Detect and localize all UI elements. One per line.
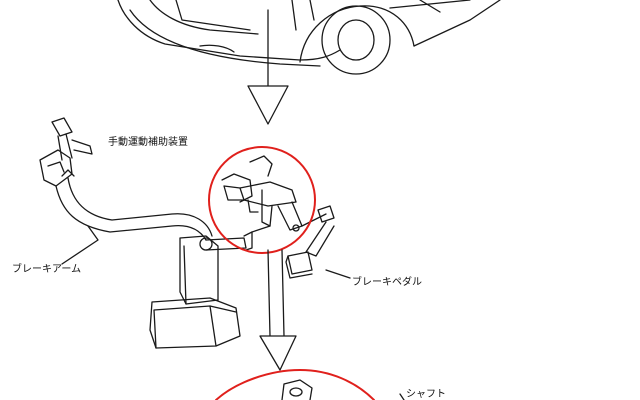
- leader-shaft: [399, 393, 405, 400]
- leader-brake-arm: [61, 225, 99, 265]
- car-illustration: [117, 0, 501, 75]
- car-grille: [149, 0, 259, 35]
- label-brake-pedal: ブレーキペダル: [352, 277, 422, 288]
- highlight-circle-shaft: [215, 369, 375, 400]
- car-wheel-arch: [299, 5, 415, 63]
- arrow-down-top: [247, 9, 289, 125]
- label-shaft: シャフト: [406, 389, 446, 400]
- car-wheel: [321, 5, 391, 75]
- label-assist-device: 手動運動補助装置: [108, 137, 188, 148]
- brake-arm: [55, 177, 253, 251]
- car-fog-light: [199, 44, 235, 53]
- hand-control-device: [39, 117, 93, 187]
- leader-brake-pedal: [325, 269, 351, 279]
- arrow-down-bottom: [259, 249, 297, 371]
- brake-pedal: [285, 205, 335, 279]
- car-side: [389, 0, 501, 47]
- linkage-mechanism: [221, 155, 303, 233]
- label-brake-arm: ブレーキアーム: [12, 264, 82, 275]
- shaft-part: [281, 379, 313, 400]
- highlight-circle-linkage: [208, 146, 316, 254]
- actuator-unit: [149, 235, 241, 349]
- car-bumper: [117, 0, 341, 61]
